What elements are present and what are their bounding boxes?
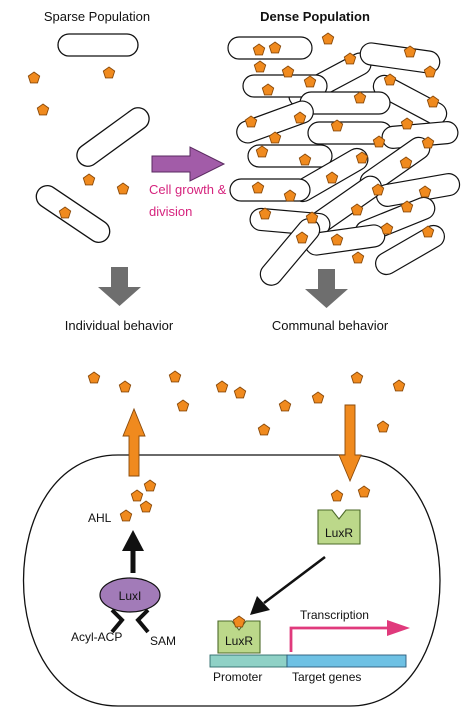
growth-label-line1: Cell growth & — [149, 182, 227, 197]
luxi-enzyme — [99, 577, 161, 613]
import-arrow-icon — [338, 404, 362, 483]
sparse-cell — [35, 185, 111, 243]
transcription-label: Transcription — [300, 608, 369, 622]
communal-behavior-label: Communal behavior — [272, 318, 389, 333]
ahl-molecule-icon — [116, 182, 130, 195]
ahl-molecule-icon — [27, 71, 41, 84]
luxr-ahl-complex — [217, 620, 261, 654]
growth-arrow-icon — [151, 146, 226, 182]
ahl-molecule-icon — [82, 173, 96, 186]
sparse-cells — [35, 33, 150, 243]
target-genes-region — [286, 654, 407, 668]
sparse-cell — [57, 33, 139, 57]
substrate-chevron-icon — [135, 608, 150, 634]
acyl-acp-label: Acyl-ACP — [71, 630, 122, 644]
bacterial-cell — [23, 454, 441, 707]
sam-label: SAM — [150, 634, 176, 648]
dense-population-title: Dense Population — [260, 9, 370, 24]
ahl-label: AHL — [88, 511, 112, 525]
promoter-region — [209, 654, 288, 668]
substrate-chevron-icon — [110, 608, 125, 634]
sparse-cell — [76, 107, 150, 167]
target-genes-label: Target genes — [292, 670, 361, 684]
down-arrow-icon — [98, 267, 141, 306]
luxr-bound-label: LuxR — [225, 634, 253, 648]
ahl-molecule-icon — [36, 103, 50, 116]
growth-label-line2: division — [149, 204, 192, 219]
luxr-label: LuxR — [325, 526, 353, 540]
synthesis-arrow-icon — [122, 530, 144, 551]
transcription-arrow-icon — [387, 620, 410, 636]
binding-arrow-shaft — [263, 555, 326, 605]
sparse-population-title: Sparse Population — [44, 9, 150, 24]
binding-arrow-icon — [250, 596, 270, 615]
export-arrow-icon — [122, 407, 146, 477]
promoter-label: Promoter — [213, 670, 262, 684]
individual-behavior-label: Individual behavior — [65, 318, 174, 333]
ahl-molecule-icon — [102, 66, 116, 79]
transcription-arrow-shaft — [289, 626, 390, 652]
luxi-label: LuxI — [119, 589, 142, 603]
luxr-receptor — [317, 509, 361, 545]
down-arrow-icon — [305, 269, 348, 308]
